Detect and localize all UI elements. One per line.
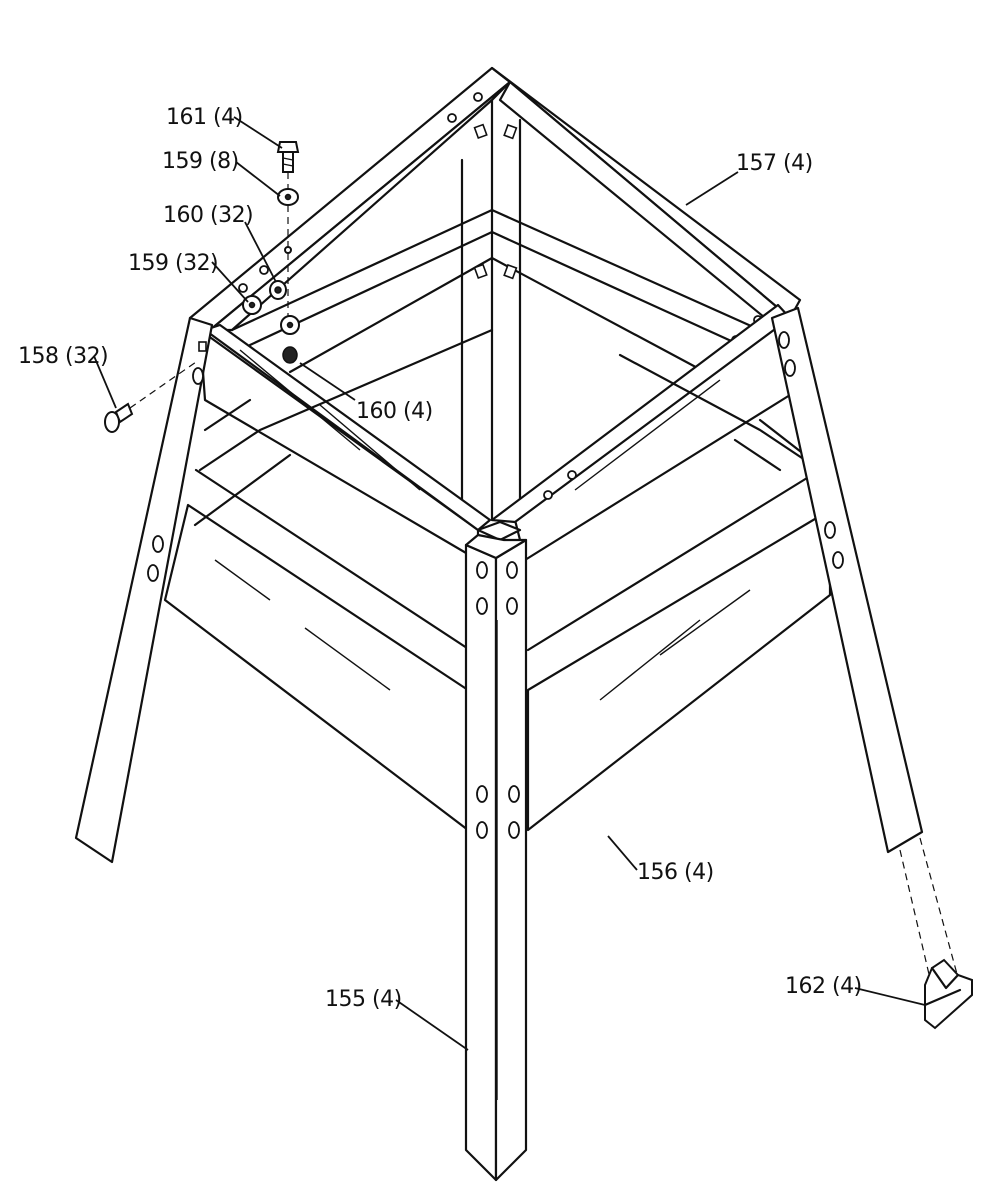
leg-hole xyxy=(147,564,159,582)
callout-labels: 161 (4) 159 (8) 160 (32) 159 (32) 158 (3… xyxy=(18,105,862,1012)
rail-hole xyxy=(567,470,577,480)
leg-155-front xyxy=(464,533,528,1182)
rail-hole xyxy=(543,490,553,500)
rail-hole xyxy=(447,113,457,123)
leg-hole xyxy=(476,561,488,579)
callout-156: 156 (4) xyxy=(637,860,714,885)
leg-hole xyxy=(192,367,204,385)
lower-brace-156 xyxy=(163,328,832,832)
leg-hole xyxy=(152,535,164,553)
square-hole xyxy=(503,123,518,140)
leg-hole xyxy=(476,597,488,615)
nut-160-lower xyxy=(282,346,298,364)
rear-frame xyxy=(230,90,762,522)
foot-162 xyxy=(923,958,973,1030)
leg-hole xyxy=(476,785,488,803)
hardware-stack xyxy=(104,141,300,433)
rail-hole xyxy=(238,283,248,293)
callout-162: 162 (4) xyxy=(785,974,862,999)
callout-161: 161 (4) xyxy=(166,105,243,130)
carriage-bolt-158 xyxy=(104,361,197,433)
leader-lines xyxy=(93,116,926,1051)
square-hole xyxy=(503,263,518,280)
callout-160-4: 160 (4) xyxy=(356,399,433,424)
rail-hole xyxy=(259,265,269,275)
leg-hole xyxy=(506,597,518,615)
leg-hole xyxy=(506,561,518,579)
callout-158: 158 (32) xyxy=(18,344,108,369)
callout-159-8: 159 (8) xyxy=(162,149,239,174)
leg-hole xyxy=(778,331,790,349)
square-hole xyxy=(473,123,488,140)
square-hole xyxy=(473,263,488,280)
leg-hole xyxy=(784,359,796,377)
callout-160-32: 160 (32) xyxy=(163,203,253,228)
rail-hole xyxy=(473,92,483,102)
leg-hole xyxy=(476,821,488,839)
callout-159-32: 159 (32) xyxy=(128,251,218,276)
top-rail-157 xyxy=(188,66,802,562)
leg-hole xyxy=(832,551,844,569)
leg-155-right xyxy=(770,306,961,1001)
leg-hole xyxy=(508,821,520,839)
hex-bolt-161 xyxy=(276,141,300,173)
callout-157: 157 (4) xyxy=(736,151,813,176)
nut-160-upper xyxy=(269,280,287,300)
callout-155: 155 (4) xyxy=(325,987,402,1012)
leg-155-left xyxy=(74,316,214,864)
leg-hole xyxy=(824,521,836,539)
square-hole xyxy=(198,341,207,352)
leg-hole xyxy=(508,785,520,803)
